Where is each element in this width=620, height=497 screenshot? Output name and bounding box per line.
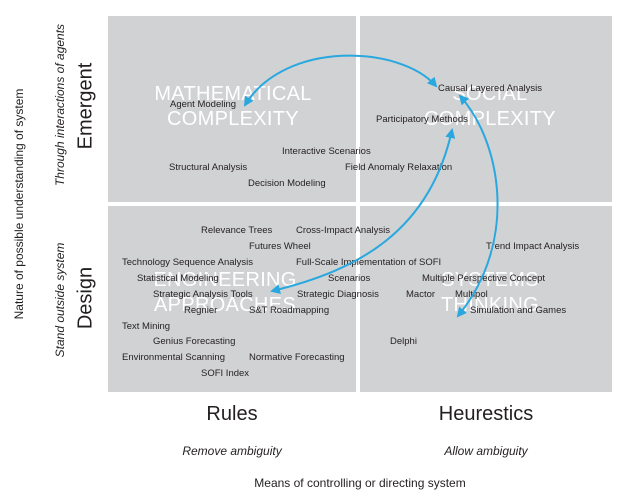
y-axis-emergent-label: Emergent — [74, 62, 97, 150]
y-axis-design-subtitle: Stand outside system — [53, 242, 67, 358]
y-axis-emergent-subtitle: Through interactions of agents — [53, 23, 67, 187]
method-environmental-scanning: Environmental Scanning — [122, 352, 225, 363]
method-simulation-and-games: Simulation and Games — [470, 305, 567, 316]
method-structural-analysis: Structural Analysis — [169, 162, 248, 173]
x-axis-title: Means of controlling or directing system — [254, 476, 466, 490]
method-technology-sequence-analysis: Technology Sequence Analysis — [122, 257, 253, 268]
method-multipol: Multipol — [455, 289, 488, 300]
quadrant-title-line2: COMPLEXITY — [167, 108, 299, 130]
x-axis-heuristics-label: Heurestics — [438, 403, 534, 425]
method-mactor: Mactor — [406, 289, 436, 300]
method-regnier: Regnier — [184, 305, 218, 316]
method-trend-impact-analysis: Trend Impact Analysis — [486, 241, 580, 252]
method-strategic-diagnosis: Strategic Diagnosis — [297, 289, 379, 300]
y-axis-title: Nature of possible understanding of syst… — [12, 88, 26, 320]
method-genius-forecasting: Genius Forecasting — [153, 336, 236, 347]
x-axis-heuristics-subtitle: Allow ambiguity — [444, 444, 528, 458]
method-causal-layered-analysis: Causal Layered Analysis — [438, 83, 543, 94]
arrow-participatory-to-strategic-tools — [270, 128, 456, 295]
method-st-roadmapping: S&T Roadmapping — [249, 305, 330, 316]
quadrant-title-line1: ENGINEERING — [153, 269, 297, 291]
method-strategic-analysis-tools: Strategic Analysis Tools — [153, 289, 253, 300]
method-normative-forecasting: Normative Forecasting — [249, 352, 345, 363]
quadrant-title-engineering-approaches: ENGINEERING APPROACHES — [140, 268, 310, 318]
method-agent-modeling: Agent Modeling — [170, 99, 237, 110]
method-participatory-methods: Participatory Methods — [376, 114, 468, 125]
x-axis-rules-label: Rules — [206, 403, 258, 425]
quadrant-title-line2: APPROACHES — [154, 294, 296, 316]
method-relevance-trees: Relevance Trees — [201, 225, 273, 236]
method-statistical-modeling: Statistical Modeling — [137, 273, 219, 284]
method-sofi-index: SOFI Index — [201, 368, 250, 379]
y-axis-design-label: Design — [74, 266, 97, 330]
method-multiple-perspective-concept: Multiple Perspective Concept — [422, 273, 546, 284]
quadrant-title-line1: SOCIAL — [452, 83, 528, 105]
x-axis-rules-subtitle: Remove ambiguity — [182, 444, 282, 458]
method-delphi: Delphi — [390, 336, 417, 347]
arrow-causal-layered-to-simulation — [456, 94, 499, 318]
method-text-mining: Text Mining — [122, 321, 171, 332]
arrow-agent-modeling-to-causal-layered — [243, 54, 438, 107]
